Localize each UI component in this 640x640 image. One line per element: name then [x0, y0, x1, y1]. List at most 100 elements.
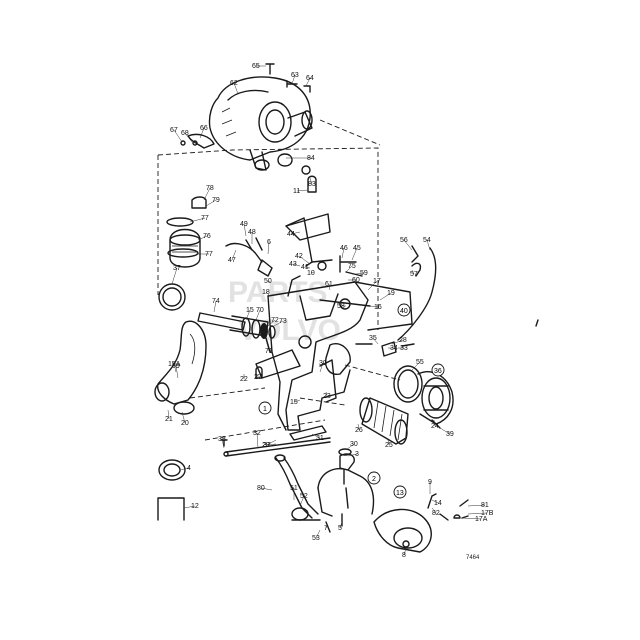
- part-number-label: 24: [431, 423, 439, 430]
- callout-leader: [199, 127, 205, 139]
- circled-ref-13: [393, 485, 407, 499]
- callout-leader: [197, 235, 208, 241]
- part-number-label: 21: [165, 416, 173, 423]
- part-number-label: 16: [374, 304, 382, 311]
- callout-leader: [379, 292, 392, 301]
- callout-leader: [184, 132, 193, 143]
- part-number-label: 3: [355, 451, 359, 458]
- part-number-label: 37: [173, 265, 181, 272]
- callout-leader: [341, 247, 345, 259]
- callout-leader: [403, 547, 407, 556]
- part-number-label: 11: [293, 188, 300, 195]
- callout-leader: [245, 309, 251, 321]
- part-number-label: 20: [181, 420, 189, 427]
- part-number-label: 46: [340, 245, 348, 252]
- part-number-label: 63: [291, 72, 299, 79]
- part-number-label: 49: [240, 221, 248, 228]
- rear-cover: [393, 365, 454, 429]
- part-number-label: 61: [325, 281, 333, 288]
- part-number-label: 33: [400, 345, 408, 352]
- part-number-label: 75: [348, 263, 356, 270]
- part-number-label: 59: [360, 270, 368, 277]
- callout-leader: [319, 362, 324, 373]
- figure-number: 7464: [466, 555, 480, 561]
- part-number-label: 64: [306, 75, 314, 82]
- callout-leader: [372, 337, 379, 345]
- part-number-label: 50: [264, 278, 272, 285]
- part-number-label: 77: [201, 215, 209, 222]
- callout-leader: [273, 320, 284, 327]
- part-number-label: 7: [324, 525, 328, 532]
- part-number-label: 39: [446, 431, 454, 438]
- flywheel-housing: [187, 76, 313, 171]
- part-number-label: 45: [353, 245, 361, 252]
- callout-leader: [293, 399, 301, 403]
- cooling-hose: [274, 454, 321, 521]
- callout-leader: [233, 82, 239, 95]
- part-number-label: 57: [410, 271, 418, 278]
- part-number-label: 30: [350, 441, 358, 448]
- callout-leader: [213, 300, 217, 313]
- input-shaft: [197, 312, 276, 353]
- part-number-label: 58: [337, 303, 345, 310]
- callout-leader: [345, 443, 355, 451]
- callout-leader: [369, 305, 379, 308]
- callout-leader: [298, 255, 311, 265]
- callout-leader: [265, 291, 271, 297]
- callout-leader: [243, 223, 247, 237]
- part-number-label: 25: [385, 442, 393, 449]
- circled-ref-1: [258, 401, 272, 415]
- callout-leader: [265, 443, 277, 446]
- part-number-label: 83: [308, 181, 316, 188]
- part-number-label: 76: [203, 233, 211, 240]
- part-number-label: 22: [240, 376, 248, 383]
- part-number-label: 78: [206, 185, 214, 192]
- callout-leader: [367, 280, 378, 291]
- shift-fork: [317, 448, 375, 517]
- circled-ref-36-label: 36: [434, 368, 442, 375]
- part-number-label: 47: [228, 257, 236, 264]
- part-number-label: 44: [287, 231, 295, 238]
- part-number-label: 73: [279, 318, 287, 325]
- part-number-label: 62: [230, 80, 238, 87]
- callout-leader: [304, 266, 311, 269]
- part-number-label: 54: [423, 237, 431, 244]
- callout-leader: [189, 217, 206, 223]
- part-number-label: 26: [355, 427, 363, 434]
- part-number-label: 42: [295, 253, 303, 260]
- callout-leader: [431, 499, 439, 504]
- part-number-label: 27: [254, 374, 262, 381]
- part-number-label: 56: [400, 237, 408, 244]
- callout-leader: [467, 512, 488, 515]
- callout-leader: [309, 177, 313, 185]
- part-number-label: 84: [307, 155, 315, 162]
- callout-leader: [267, 319, 276, 327]
- part-number-label: 77: [205, 251, 213, 258]
- part-number-label: 81: [481, 502, 489, 509]
- callout-leader: [305, 77, 311, 87]
- part-number-label: 17: [373, 278, 381, 285]
- callout-leader: [256, 432, 259, 449]
- callout-leader: [431, 507, 437, 514]
- circled-ref-1-label: 1: [263, 406, 267, 413]
- circled-ref-40-label: 40: [400, 308, 408, 315]
- part-number-label: 6: [267, 239, 271, 246]
- part-number-label: 29: [262, 442, 270, 449]
- part-number-label: 15: [246, 307, 254, 314]
- part-number-label: 52: [300, 493, 308, 500]
- long-shaft: [220, 437, 331, 457]
- watermark-line-1: PARTS: [228, 276, 327, 309]
- part-number-label: 60: [352, 277, 360, 284]
- callout-leader: [355, 272, 365, 275]
- circled-references: 1 2 13 36 40: [258, 303, 445, 499]
- callout-leader: [351, 247, 358, 261]
- callout-leader: [267, 280, 271, 283]
- callout-leader: [325, 391, 328, 397]
- callout-leader: [167, 409, 170, 420]
- control-linkage: [225, 217, 437, 341]
- shift-bellows: [359, 397, 409, 445]
- part-number-label: 18: [262, 289, 270, 296]
- part-number-label: 32: [253, 430, 261, 437]
- part-number-label: 65: [252, 63, 260, 70]
